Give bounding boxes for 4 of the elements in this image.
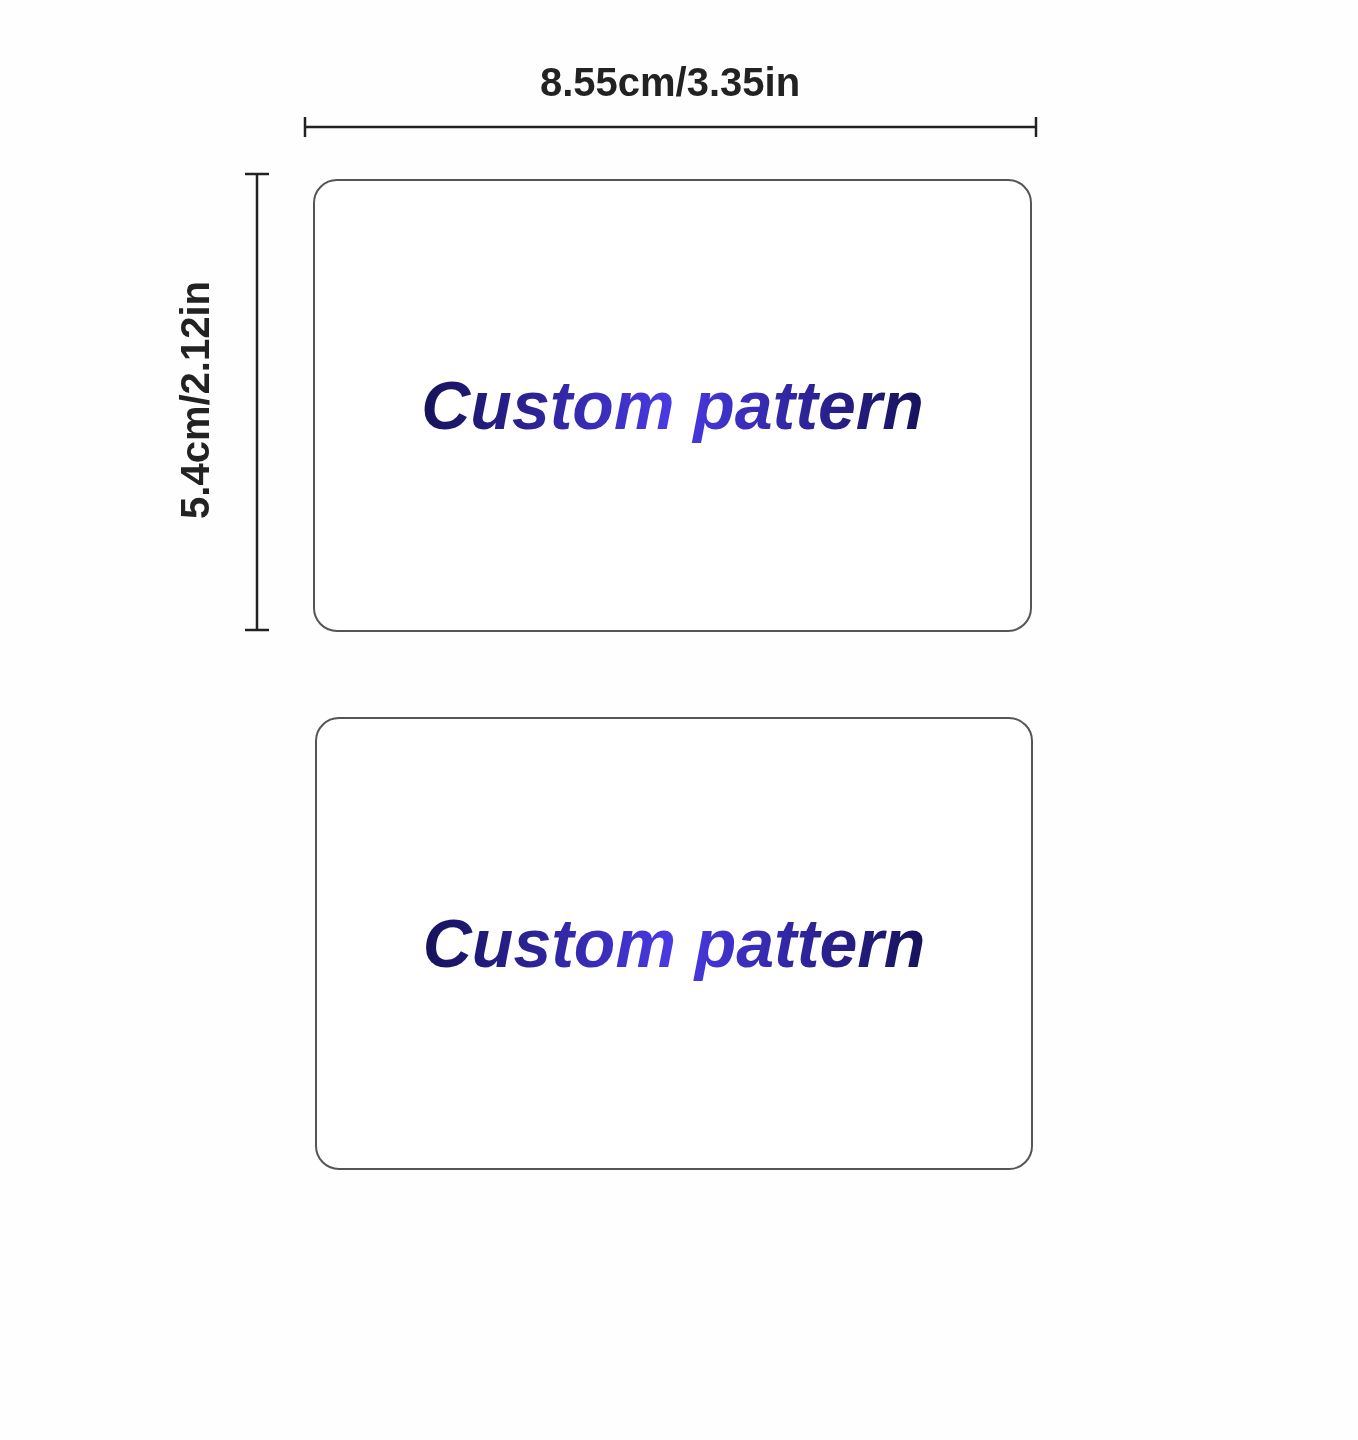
card: [313, 179, 1032, 632]
card: [315, 717, 1033, 1170]
dimension-label: 5.4cm/2.12in: [175, 281, 215, 519]
dimension-label: 8.55cm/3.35in: [539, 62, 801, 102]
